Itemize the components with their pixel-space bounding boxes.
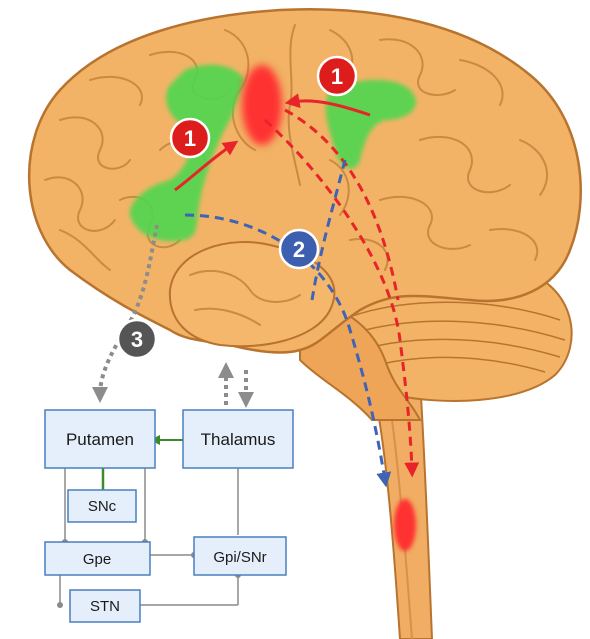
gpi-snr-box: Gpi/SNr xyxy=(194,537,286,575)
putamen-box: Putamen xyxy=(45,410,155,468)
svg-text:STN: STN xyxy=(90,598,120,615)
svg-text:1: 1 xyxy=(331,64,343,89)
svg-text:SNc: SNc xyxy=(88,498,117,515)
svg-text:Thalamus: Thalamus xyxy=(201,430,276,449)
badge-1-right: 1 xyxy=(318,57,356,95)
spinal-red-area xyxy=(394,499,416,551)
basal-ganglia-circuit: Putamen Thalamus SNc Gpe Gpi/SNr STN xyxy=(45,410,293,622)
thalamus-box: Thalamus xyxy=(183,410,293,468)
badge-3: 3 xyxy=(118,320,156,358)
snc-box: SNc xyxy=(68,490,136,522)
stn-box: STN xyxy=(70,590,140,622)
svg-text:3: 3 xyxy=(131,327,143,352)
svg-text:2: 2 xyxy=(293,237,305,262)
gpe-box: Gpe xyxy=(45,542,150,575)
svg-text:Putamen: Putamen xyxy=(66,430,134,449)
svg-text:Gpe: Gpe xyxy=(83,551,111,568)
svg-text:Gpi/SNr: Gpi/SNr xyxy=(213,549,266,566)
badge-1-left: 1 xyxy=(171,119,209,157)
cerebrum xyxy=(29,9,581,352)
svg-text:1: 1 xyxy=(184,126,196,151)
motor-red-area xyxy=(242,65,282,145)
badge-2: 2 xyxy=(280,230,318,268)
